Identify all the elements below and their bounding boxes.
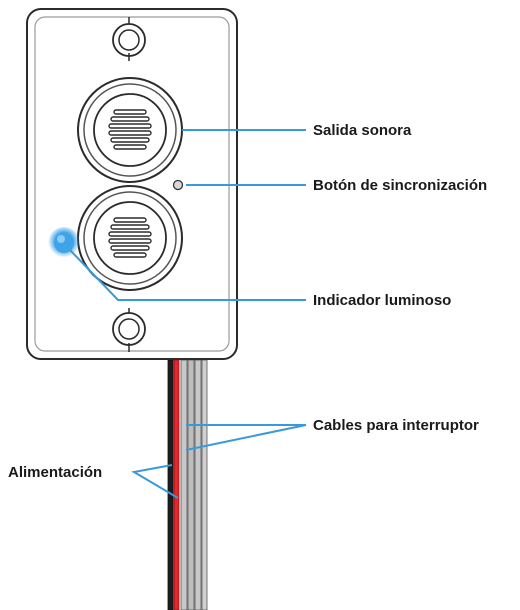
power-wires xyxy=(167,359,180,610)
callout-lines xyxy=(69,129,307,499)
callout-power xyxy=(131,464,179,499)
label-sync-button: Botón de sincronización xyxy=(313,177,487,194)
sync-button xyxy=(172,179,184,191)
label-switch-cables: Cables para interruptor xyxy=(313,417,479,434)
label-sound-output: Salida sonora xyxy=(313,122,412,139)
label-light-indicator: Indicador luminoso xyxy=(313,292,451,309)
speaker-top xyxy=(77,77,183,183)
label-power: Alimentación xyxy=(8,464,102,481)
speaker-bottom xyxy=(77,185,183,291)
callout-switch-cables xyxy=(185,424,307,451)
mounting-hole-bottom xyxy=(112,308,146,352)
callout-light-indicator xyxy=(69,249,306,301)
mounting-hole-top xyxy=(112,17,146,61)
switch-wires xyxy=(180,359,208,610)
